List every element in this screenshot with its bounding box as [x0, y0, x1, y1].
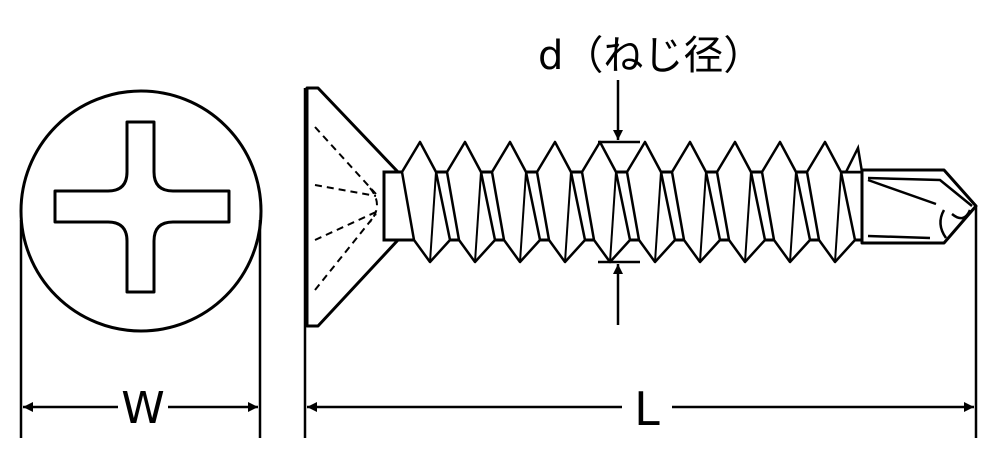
thread-edge — [744, 171, 752, 263]
width-label: W — [121, 383, 165, 434]
thread-crest — [715, 140, 767, 264]
thread-edge — [474, 171, 482, 263]
length-label: L — [634, 382, 660, 436]
thread-crest — [580, 140, 632, 264]
screw-threads — [400, 140, 864, 264]
thread-edge — [834, 171, 842, 263]
thread-crest — [400, 140, 452, 264]
screw-head-top-view — [19, 89, 263, 333]
thread-edge — [789, 171, 797, 263]
phillips-cross-recess — [53, 120, 231, 294]
thread-edge — [654, 171, 662, 263]
thread-crest — [625, 140, 677, 264]
thread-crest — [445, 140, 497, 264]
thread-end-crest — [843, 144, 864, 174]
thread-edge — [609, 171, 617, 263]
diameter-label: d（ねじ径） — [538, 33, 763, 79]
screw-side-view — [305, 86, 978, 328]
thread-edge — [699, 171, 707, 263]
thread-edge — [519, 171, 527, 263]
head-recess-hidden-lines — [314, 126, 378, 291]
length-dimension: L — [303, 88, 978, 438]
thread-crest — [670, 140, 722, 264]
thread-crest — [760, 140, 812, 264]
thread-crest — [490, 140, 542, 264]
drill-point-tip — [860, 168, 978, 245]
thread-crest — [535, 140, 587, 264]
diameter-dimension: d（ねじ径） — [538, 33, 763, 325]
thread-edge — [429, 171, 437, 263]
width-dimension: W — [19, 220, 262, 438]
thread-edge — [564, 171, 572, 263]
thread-crest — [805, 140, 857, 264]
